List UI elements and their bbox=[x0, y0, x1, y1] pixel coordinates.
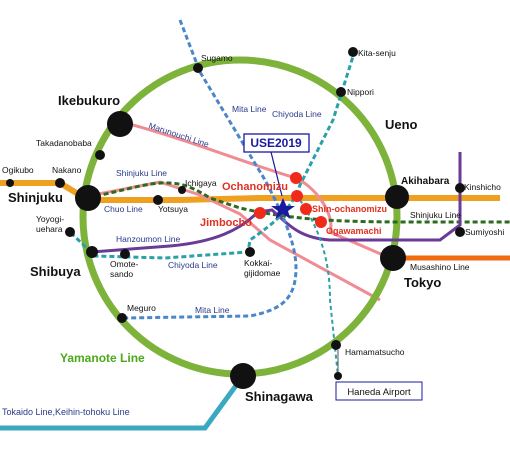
mita-line-path bbox=[124, 19, 298, 320]
label-ochanomizu: Ochanomizu bbox=[222, 181, 288, 193]
label-shinagawa: Shinagawa bbox=[245, 389, 314, 404]
haneda-box bbox=[335, 381, 423, 401]
station-yotsuya-dot bbox=[153, 195, 163, 205]
station-tokyo-dot bbox=[380, 245, 406, 271]
station-ochanomizu-dot-2 bbox=[291, 190, 303, 202]
station-nakano-dot bbox=[55, 178, 65, 188]
station-jimbocho-dot bbox=[254, 207, 266, 219]
station-shibuya-dot bbox=[86, 246, 98, 258]
label-omotesando-2: sando bbox=[110, 269, 133, 279]
station-ikebukuro-dot bbox=[107, 111, 133, 137]
label-yoyogi-uehara-1: Yoyogi- bbox=[36, 214, 64, 224]
station-yoyogiuehara-dot bbox=[65, 227, 75, 237]
label-yoyogi-uehara-2: uehara bbox=[36, 224, 63, 234]
station-kitasenju-dot bbox=[348, 47, 358, 57]
chiyoda-line-path bbox=[68, 49, 357, 260]
label-takadanobaba: Takadanobaba bbox=[36, 138, 92, 148]
station-haneda-dot bbox=[334, 372, 342, 380]
label-kokkai-2: gijidomae bbox=[244, 268, 281, 278]
label-shinjuku-line: Shinjuku Line bbox=[116, 168, 167, 178]
venue-pointer bbox=[270, 151, 283, 197]
station-shinjuku-dot bbox=[75, 185, 101, 211]
station-shinochanomizu-dot bbox=[300, 203, 312, 215]
station-ogikubo-dot bbox=[6, 179, 14, 187]
station-ichigaya-dot bbox=[178, 186, 186, 194]
station-shinagawa-dot bbox=[230, 363, 256, 389]
station-akihabara-dot bbox=[385, 185, 409, 209]
label-nakano: Nakano bbox=[52, 165, 82, 175]
shinjuku-line-path bbox=[87, 181, 510, 224]
label-mita-upper: Mita Line bbox=[232, 104, 267, 114]
label-sugamo: Sugamo bbox=[201, 53, 233, 63]
label-ueno: Ueno bbox=[385, 117, 418, 132]
label-mita-lower: Mita Line bbox=[195, 305, 230, 315]
label-chiyoda-lower: Chiyoda Line bbox=[168, 260, 218, 270]
label-tokaido: Tokaido Line,Keihin-tohoku Line bbox=[2, 407, 130, 417]
label-ogawamachi: Ogawamachi bbox=[326, 226, 382, 236]
label-hanzoumon: Hanzoumon Line bbox=[116, 234, 181, 244]
label-kinshicho: Kinshicho bbox=[464, 182, 501, 192]
station-kokkai-dot bbox=[245, 247, 255, 257]
label-ogikubo: Ogikubo bbox=[2, 165, 34, 175]
label-musashino: Musashino Line bbox=[410, 262, 470, 272]
label-marunouchi: Marunouchi Line bbox=[147, 120, 210, 149]
venue-label: USE2019 bbox=[250, 136, 302, 150]
station-kinshicho-dot bbox=[455, 183, 465, 193]
label-shibuya: Shibuya bbox=[30, 264, 81, 279]
venue-box bbox=[243, 133, 310, 153]
label-meguro: Meguro bbox=[127, 303, 156, 313]
haneda-label: Haneda Airport bbox=[347, 387, 411, 398]
star-icon bbox=[271, 198, 295, 219]
station-omotesando-dot bbox=[120, 249, 130, 259]
label-kokkai-1: Kokkai- bbox=[244, 258, 273, 268]
label-jimbocho: Jimbocho bbox=[200, 217, 252, 229]
label-yotsuya: Yotsuya bbox=[158, 204, 188, 214]
chiyoda-line-down bbox=[299, 199, 339, 377]
station-ogawamachi-dot bbox=[315, 216, 327, 228]
label-chiyoda-upper: Chiyoda Line bbox=[272, 109, 322, 119]
marunouchi-line-path bbox=[121, 120, 391, 260]
station-meguro-dot bbox=[117, 313, 127, 323]
station-takadanobaba-dot bbox=[95, 150, 105, 160]
label-hamamatsucho: Hamamatsucho bbox=[345, 347, 405, 357]
tokaido-line bbox=[0, 374, 246, 431]
label-shinochanomizu: Shin-ochanomizu bbox=[312, 204, 387, 214]
label-yamanote: Yamanote Line bbox=[60, 351, 145, 365]
label-kitasenju: Kita-senju bbox=[358, 48, 396, 58]
label-akihabara: Akihabara bbox=[401, 176, 450, 187]
label-tokyo: Tokyo bbox=[404, 275, 441, 290]
station-nippori-dot bbox=[336, 87, 346, 97]
label-ikebukuro: Ikebukuro bbox=[58, 93, 120, 108]
label-sumiyoshi: Sumiyoshi bbox=[465, 227, 504, 237]
label-omotesando-1: Omote- bbox=[110, 259, 139, 269]
label-nippori: Nippori bbox=[347, 87, 374, 97]
station-sugamo-dot bbox=[193, 63, 203, 73]
label-shinjuku-right: Shinjuku Line bbox=[410, 210, 461, 220]
station-hamamatsucho-dot bbox=[331, 340, 341, 350]
label-shinjuku: Shinjuku bbox=[8, 190, 63, 205]
station-ochanomizu-dot bbox=[290, 172, 302, 184]
marunouchi-line-path-2 bbox=[87, 180, 381, 302]
label-ichigaya: Ichigaya bbox=[185, 178, 217, 188]
station-sumiyoshi-dot bbox=[455, 227, 465, 237]
label-chuo: Chuo Line bbox=[104, 204, 143, 214]
